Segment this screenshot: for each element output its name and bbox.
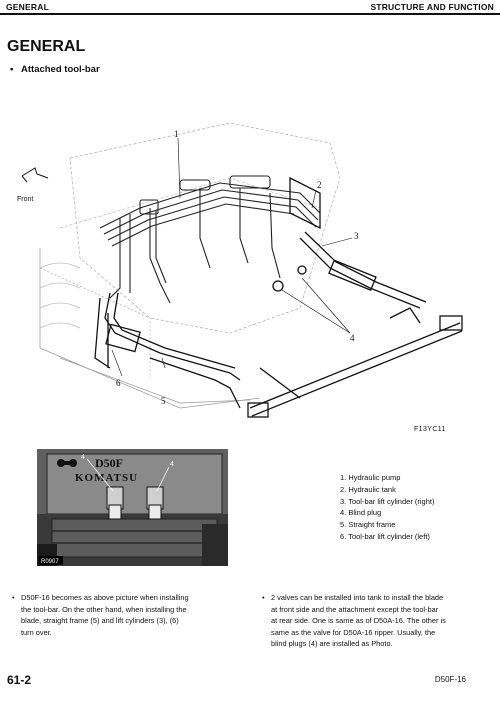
legend-item: 5. Straight frame (340, 520, 396, 530)
bullet-icon: • (262, 593, 265, 602)
paragraph-line: the tool-bar. On the other hand, when in… (21, 604, 187, 614)
parts-legend: 1. Hydraulic pump 2. Hydraulic tank 3. T… (340, 472, 434, 543)
page-title: GENERAL (7, 38, 86, 55)
paragraph-line: blind plugs (4) are installed as Photo. (271, 639, 393, 649)
callout-5: 5 (161, 396, 166, 406)
front-label: Front (17, 196, 33, 203)
paragraph-line: 2 valves can be installed into tank to i… (271, 593, 444, 602)
paragraph-line: D50F-16 becomes as above picture when in… (21, 593, 189, 602)
callout-1: 1 (174, 129, 179, 139)
legend-item: 1. Hydraulic pump (340, 473, 401, 482)
subtitle-text: Attached tool-bar (21, 64, 100, 75)
model-number: D50F-16 (434, 675, 466, 684)
model-plate: D50F (95, 456, 123, 470)
legend-item: 3. Tool-bar lift cylinder (right) (340, 496, 435, 506)
callout-leaders (111, 137, 353, 377)
legend-item: 2. Hydraulic tank (340, 484, 396, 494)
header-chapter-title: STRUCTURE AND FUNCTION (370, 2, 494, 12)
paragraph-line: at front side and the attachment except … (271, 604, 439, 614)
komatsu-logo-icon (57, 459, 77, 467)
paragraph-right: • 2 valves can be installed into tank to… (262, 592, 495, 650)
brand-plate: KOMATSU (75, 472, 138, 484)
paragraph-line: blade, straight frame (5) and lift cylin… (21, 616, 179, 626)
header-rule (0, 13, 500, 15)
legend-item: 4. Blind plug (340, 508, 382, 518)
subtitle: • Attached tool-bar (10, 64, 100, 75)
header-section-title: GENERAL (6, 2, 49, 12)
bullet-icon: • (12, 593, 15, 602)
legend-item: 6. Tool-bar lift cylinder (left) (340, 531, 430, 541)
callout-4: 4 (350, 333, 355, 343)
page-number: 61-2 (7, 673, 32, 687)
paragraph-line: at rear side. One is same as of D50A-16.… (271, 616, 446, 626)
rear-photo: D50F KOMATSU 4 4 R0907 (37, 449, 228, 566)
paragraph-left: • D50F-16 becomes as above picture when … (12, 592, 235, 638)
photo-callout-4-right: 4 (170, 461, 174, 468)
toolbar-diagram: Front 1 2 3 4 5 6 (17, 122, 463, 418)
paragraph-line: same as the valve for D50A-16 ripper. Us… (271, 627, 436, 637)
front-arrow-icon (21, 167, 49, 183)
callout-6: 6 (116, 378, 121, 388)
valve-bodies (106, 486, 164, 520)
photo-code: R0907 (41, 559, 59, 565)
dozer-body-ghost (39, 122, 341, 409)
lift-frame (94, 176, 463, 418)
callout-2: 2 (317, 180, 322, 190)
hydraulic-piping (99, 175, 321, 304)
photo-callout-4-left: 4 (81, 454, 85, 461)
bullet-icon: • (10, 64, 14, 75)
callout-3: 3 (354, 231, 359, 241)
figure-code: F13YC11 (414, 426, 446, 433)
paragraph-line: turn over. (21, 627, 52, 637)
